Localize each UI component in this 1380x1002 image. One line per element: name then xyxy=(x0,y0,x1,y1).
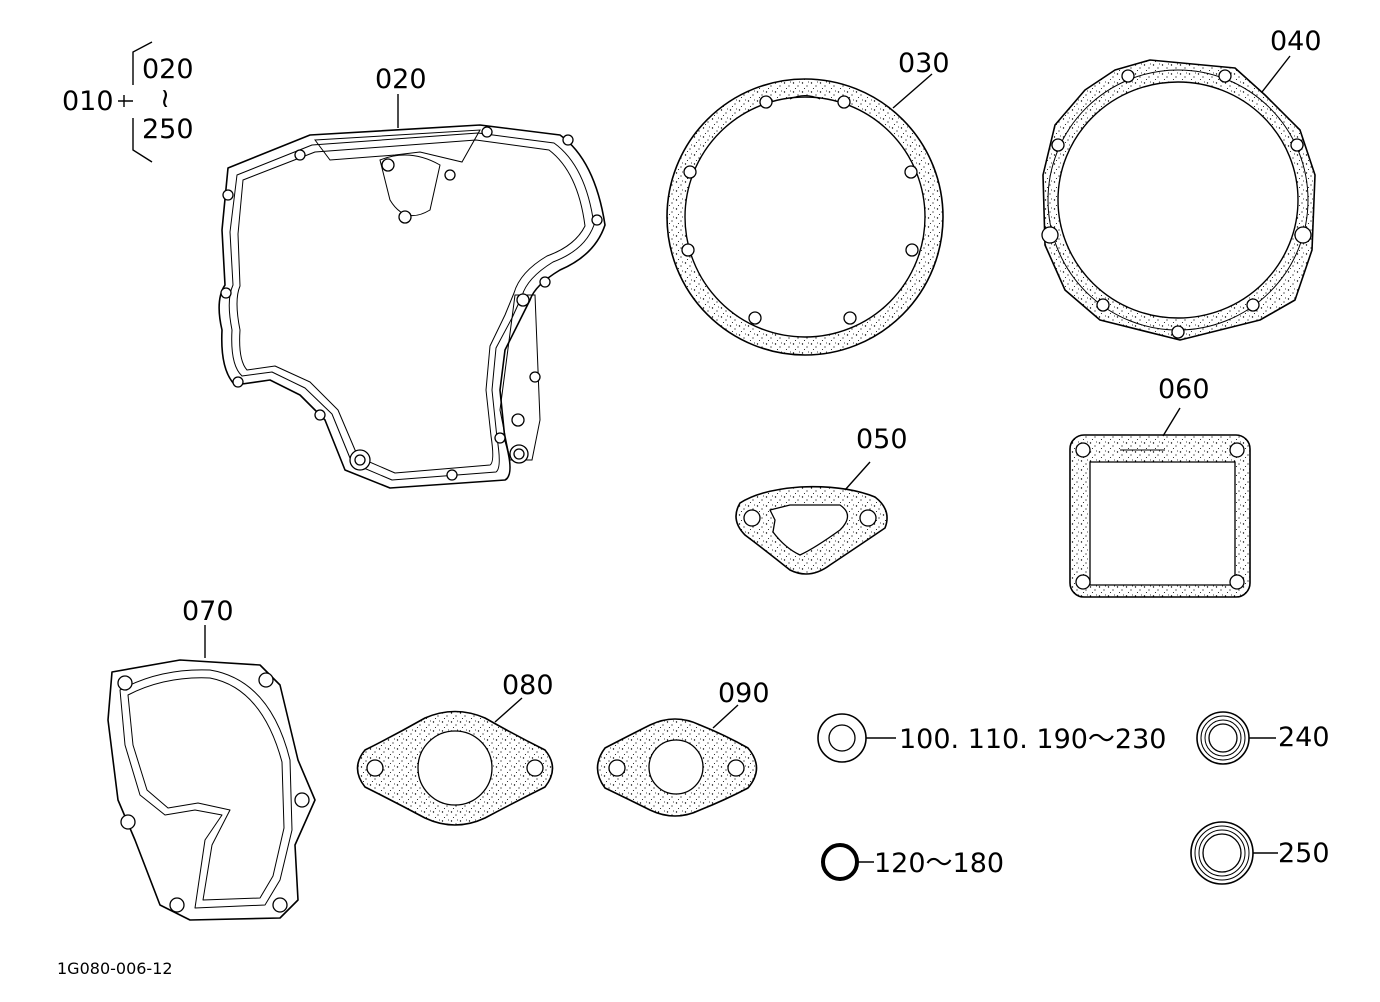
part-label-060: 060 xyxy=(1158,374,1210,405)
part-label-040: 040 xyxy=(1270,26,1322,57)
part-label-050: 050 xyxy=(856,424,908,455)
part-label-250: 250 xyxy=(1278,838,1330,869)
group-label: 010 xyxy=(62,86,114,117)
oil-seal-250[interactable]: 250 xyxy=(1190,821,1330,885)
oil-seal-240[interactable]: 240 xyxy=(1196,711,1330,765)
gasket-060[interactable]: 060 xyxy=(1069,374,1251,598)
gasket-040[interactable]: 040 xyxy=(1041,26,1322,341)
washer-100-110-190-230[interactable]: 100. 110. 190～230 xyxy=(817,713,1166,763)
part-label-080: 080 xyxy=(502,670,554,701)
range-start-label: 020 xyxy=(142,54,194,85)
gasket-090[interactable]: 090 xyxy=(596,678,770,817)
gasket-070[interactable]: 070 xyxy=(107,596,316,921)
gasket-080[interactable]: 080 xyxy=(356,670,554,826)
part-label-240: 240 xyxy=(1278,722,1330,753)
o-ring-120-180[interactable]: 120～180 xyxy=(821,843,1004,881)
part-label-020: 020 xyxy=(375,64,427,95)
part-label-120-180: 120～180 xyxy=(874,848,1004,879)
part-label-100-110-190-230: 100. 110. 190～230 xyxy=(899,724,1166,755)
gasket-030[interactable]: 030 xyxy=(666,48,950,356)
gasket-050[interactable]: 050 xyxy=(735,424,908,575)
part-label-070: 070 xyxy=(182,596,234,627)
gasket-020[interactable]: 020 xyxy=(218,64,606,489)
range-end-label: 250 xyxy=(142,114,194,145)
part-label-090: 090 xyxy=(718,678,770,709)
range-separator: ≀ xyxy=(160,83,170,114)
part-label-030: 030 xyxy=(898,48,950,79)
drawing-code: 1G080-006-12 xyxy=(57,959,173,978)
group-bracket-010: 010 020 ≀ 250 xyxy=(62,41,194,163)
